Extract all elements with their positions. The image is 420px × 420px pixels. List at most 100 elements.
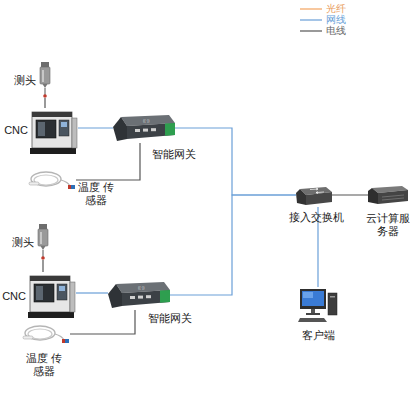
probe: 测头: [36, 224, 50, 260]
server-slot: [382, 195, 404, 197]
gateway-port: [138, 296, 143, 299]
cnc-icon: [30, 108, 78, 156]
cnc-panel: [57, 284, 67, 300]
connector-line: [78, 127, 113, 128]
node-label: 智能网关: [152, 148, 208, 161]
node-label: 测头: [8, 236, 34, 249]
probe-icon: [36, 224, 50, 260]
node-label: 接入交换机: [282, 211, 350, 224]
legend-sample-line: [300, 30, 322, 31]
probe-cap: [39, 224, 47, 229]
server-front: [378, 190, 408, 204]
node-label: CNC: [0, 290, 26, 303]
probe-cap: [41, 62, 49, 67]
probe-taper: [43, 84, 48, 88]
switch-side: [296, 189, 306, 205]
sensor-probe: [29, 182, 39, 185]
probe-tip: [41, 256, 45, 260]
smart-gateway: ((·))智能网关: [108, 280, 170, 310]
gateway-wifi-mark: ((·)): [138, 285, 145, 290]
monitor-glare: [303, 292, 313, 298]
switch-arrows: [310, 188, 324, 194]
gateway-port: [130, 296, 135, 299]
connector-line: [42, 260, 43, 272]
sensor-plug: [68, 185, 74, 189]
legend-label: 网线: [326, 14, 346, 26]
monitor-frame: [300, 289, 326, 309]
node-label: 智能网关: [148, 312, 204, 325]
gateway-wifi-mark: ((·)): [143, 118, 150, 123]
connector-line: [70, 310, 135, 334]
probe-stylus: [45, 88, 46, 95]
monitor-screen: [302, 291, 324, 306]
temperature-sensor: 温度 传感器: [28, 168, 76, 192]
sensor-icon: [22, 322, 70, 346]
cnc-machine: CNC: [28, 272, 76, 320]
pc-tower: [328, 293, 337, 315]
gateway-icon: ((·)): [113, 113, 175, 143]
switch-icon: [296, 183, 332, 207]
probe-body: [38, 229, 48, 246]
cnc-side: [70, 282, 75, 312]
server-side: [368, 188, 378, 204]
cnc-glass: [38, 122, 45, 136]
cnc-enclosure: [32, 112, 72, 148]
probe-highlight: [40, 232, 42, 244]
cnc-base: [30, 148, 76, 154]
legend-sample-line: [300, 19, 322, 20]
connector-line: [44, 98, 45, 108]
gateway-port: [151, 128, 156, 131]
node-label: 温度 传感器: [76, 181, 116, 207]
sensor-icon: [28, 168, 76, 192]
smart-gateway: ((·))智能网关: [113, 113, 175, 143]
sensor-plug: [62, 339, 68, 343]
legend-label: 电线: [326, 25, 346, 37]
legend-label: 光纤: [326, 3, 346, 15]
cnc-icon: [28, 272, 76, 320]
server-slot: [382, 198, 404, 200]
probe-tip: [43, 94, 47, 98]
gateway-port: [135, 129, 140, 132]
gateway-port: [146, 295, 151, 298]
cnc-side: [72, 118, 77, 148]
sensor-probe: [23, 336, 33, 339]
gateway-port: [143, 129, 148, 132]
access-switch: 接入交换机: [296, 183, 332, 207]
probe: 测头: [38, 62, 52, 98]
gateway-green-terminal: [160, 290, 170, 303]
probe-icon: [38, 62, 52, 98]
node-label: 云计算服 务器: [364, 212, 412, 238]
cnc-glass: [36, 286, 43, 300]
monitor-foot: [306, 313, 320, 315]
cnc-screen: [59, 286, 65, 291]
connector-line: [175, 128, 296, 195]
probe-highlight: [42, 70, 44, 82]
cloud-server: 云计算服 务器: [368, 184, 408, 206]
sensor-plug: [71, 185, 75, 189]
cnc-window: [34, 284, 54, 302]
pc-drive: [330, 296, 335, 298]
node-label: CNC: [0, 124, 28, 137]
temperature-sensor: 温度 传感器: [22, 322, 70, 346]
legend-sample-line: [300, 8, 322, 9]
cnc-window: [36, 120, 56, 138]
connector-line: [332, 194, 368, 195]
connector-line: [76, 143, 140, 180]
node-label: 客户端: [294, 329, 342, 342]
gateway-front: [122, 290, 170, 306]
cnc-machine: CNC: [30, 108, 78, 156]
node-label: 温度 传感器: [22, 352, 66, 378]
client-icon: [298, 287, 338, 323]
probe-stylus: [43, 250, 44, 257]
connector-line: [170, 195, 296, 295]
cnc-screen: [61, 122, 67, 127]
gateway-green-terminal: [165, 123, 175, 136]
cnc-top: [30, 276, 70, 281]
cnc-enclosure: [30, 276, 70, 312]
gateway-icon: ((·)): [108, 280, 170, 310]
cnc-panel: [59, 120, 69, 136]
switch-front: [306, 192, 332, 205]
